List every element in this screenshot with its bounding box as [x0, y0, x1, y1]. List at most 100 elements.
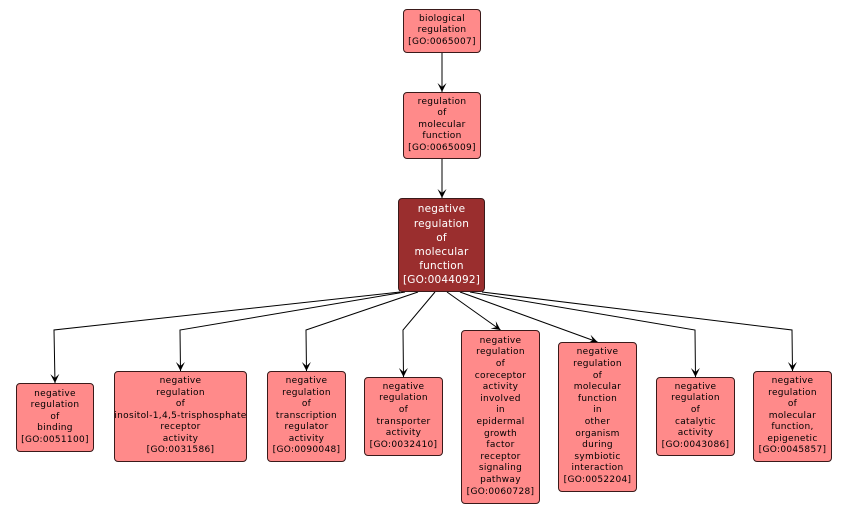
- go-term-label-line: regulation: [417, 96, 467, 107]
- go-term-label-line: biological: [419, 13, 465, 24]
- go-term-label-line: inositol-1,4,5-trisphosphate: [114, 410, 247, 421]
- edge-arrowhead: [690, 367, 700, 377]
- edge-arrowhead: [301, 361, 311, 371]
- go-term-label-line: receptor: [480, 451, 521, 462]
- go-term-label-line: negative: [674, 381, 717, 392]
- go-term-label-line: of: [398, 404, 409, 415]
- go-term-label-line: molecular: [573, 382, 622, 393]
- go-term-label-line: negative: [382, 381, 425, 392]
- go-term-label-line: catalytic: [674, 416, 716, 427]
- edge-line: [53, 291, 401, 384]
- go-term-label-line: in: [496, 405, 505, 416]
- edge-line: [402, 291, 436, 378]
- edge-line: [305, 291, 419, 372]
- go-term-id: [GO:0032410]: [369, 439, 438, 450]
- edge-line: [446, 291, 501, 331]
- go-term-label-line: pathway: [480, 474, 521, 485]
- edge-arrowhead: [490, 321, 501, 330]
- go-term-id: [GO:0052204]: [563, 474, 632, 485]
- go-term-label-line: regulator: [284, 422, 329, 433]
- go-term-label-line: coreceptor: [474, 370, 527, 381]
- go-term-label-line: molecular: [414, 246, 469, 258]
- go-term-label-line: of: [592, 370, 603, 381]
- go-term-label-line: negative: [285, 375, 328, 386]
- go-term-label-line: of: [690, 404, 701, 415]
- go-term-label-line: regulation: [379, 393, 428, 404]
- edge-arrowhead: [175, 361, 185, 371]
- go-term-label-line: molecular: [418, 119, 466, 130]
- go-term-label-line: molecular: [768, 410, 817, 421]
- go-term-label-line: regulation: [156, 387, 205, 398]
- go-term-label-line: receptor: [160, 422, 201, 433]
- edge-line: [469, 291, 696, 378]
- go-term-label-line: of: [50, 411, 60, 422]
- go-term-label-line: binding: [37, 423, 73, 434]
- go-term-label-line: regulation: [671, 393, 720, 404]
- go-term-label-line: regulation: [282, 387, 331, 398]
- go-term-id: [GO:0044092]: [402, 274, 481, 287]
- go-term-label-line: organism: [575, 428, 620, 439]
- go-term-label-line: negative: [771, 375, 814, 386]
- go-term-label-line: negative: [417, 203, 466, 216]
- go-term-label-line: regulation: [413, 217, 470, 230]
- edge-arrowhead: [437, 189, 447, 198]
- go-term-label-line: negative: [576, 347, 619, 358]
- go-term-id: [GO:0090048]: [272, 445, 341, 456]
- go-term-label-line: of: [495, 359, 506, 370]
- go-term-label-line: function: [419, 260, 464, 273]
- go-term-label-line: of: [437, 108, 447, 119]
- go-term-id: [GO:0065007]: [408, 36, 476, 47]
- go-term-label-line: activity: [677, 428, 714, 439]
- go-term-label-line: regulation: [768, 387, 817, 398]
- go-term-label-line: of: [787, 399, 798, 410]
- go-term-id: [GO:0051100]: [21, 434, 89, 445]
- edge-arrowhead: [50, 373, 60, 383]
- go-term-label-line: regulation: [417, 25, 467, 36]
- go-term-id: [GO:0031586]: [146, 445, 215, 456]
- go-term-label-line: in: [593, 405, 602, 416]
- go-term-label-line: of: [436, 231, 447, 244]
- go-term-label-line: of: [175, 399, 186, 410]
- go-term-label-line: interaction: [571, 463, 624, 474]
- edge-arrowhead: [437, 83, 447, 92]
- go-term-label-line: symbiotic: [574, 451, 621, 462]
- go-term-label-line: epidermal: [476, 417, 525, 427]
- edge-arrowhead: [398, 367, 408, 377]
- go-term-label-line: involved: [480, 393, 521, 404]
- go-term-label-line: regulation: [30, 400, 80, 411]
- go-term-label-line: activity: [162, 433, 199, 444]
- go-term-label-line: factor: [486, 440, 515, 451]
- go-term-label-line: during: [582, 440, 613, 451]
- edge-line: [459, 291, 598, 343]
- go-term-id: [GO:0060728]: [466, 486, 535, 497]
- go-term-label-line: transcription: [275, 410, 338, 421]
- go-term-id: [GO:0065009]: [408, 142, 476, 153]
- go-term-label-line: transporter: [376, 416, 431, 427]
- edge-arrowhead: [587, 334, 598, 344]
- edge-line: [179, 291, 406, 372]
- go-term-label-line: growth: [483, 428, 518, 439]
- go-term-label-line: regulation: [476, 347, 525, 358]
- go-term-label-line: negative: [34, 388, 76, 399]
- go-term-label-line: other: [584, 417, 611, 427]
- go-term-label-line: regulation: [573, 359, 622, 370]
- go-term-label-line: activity: [385, 428, 422, 439]
- go-term-label-line: function: [422, 131, 462, 142]
- go-term-label-line: negative: [479, 335, 522, 346]
- go-term-label-line: activity: [482, 382, 519, 393]
- go-term-label-line: function,: [771, 422, 814, 433]
- edge-arrowhead: [787, 361, 797, 371]
- go-term-id: [GO:0043086]: [661, 439, 730, 450]
